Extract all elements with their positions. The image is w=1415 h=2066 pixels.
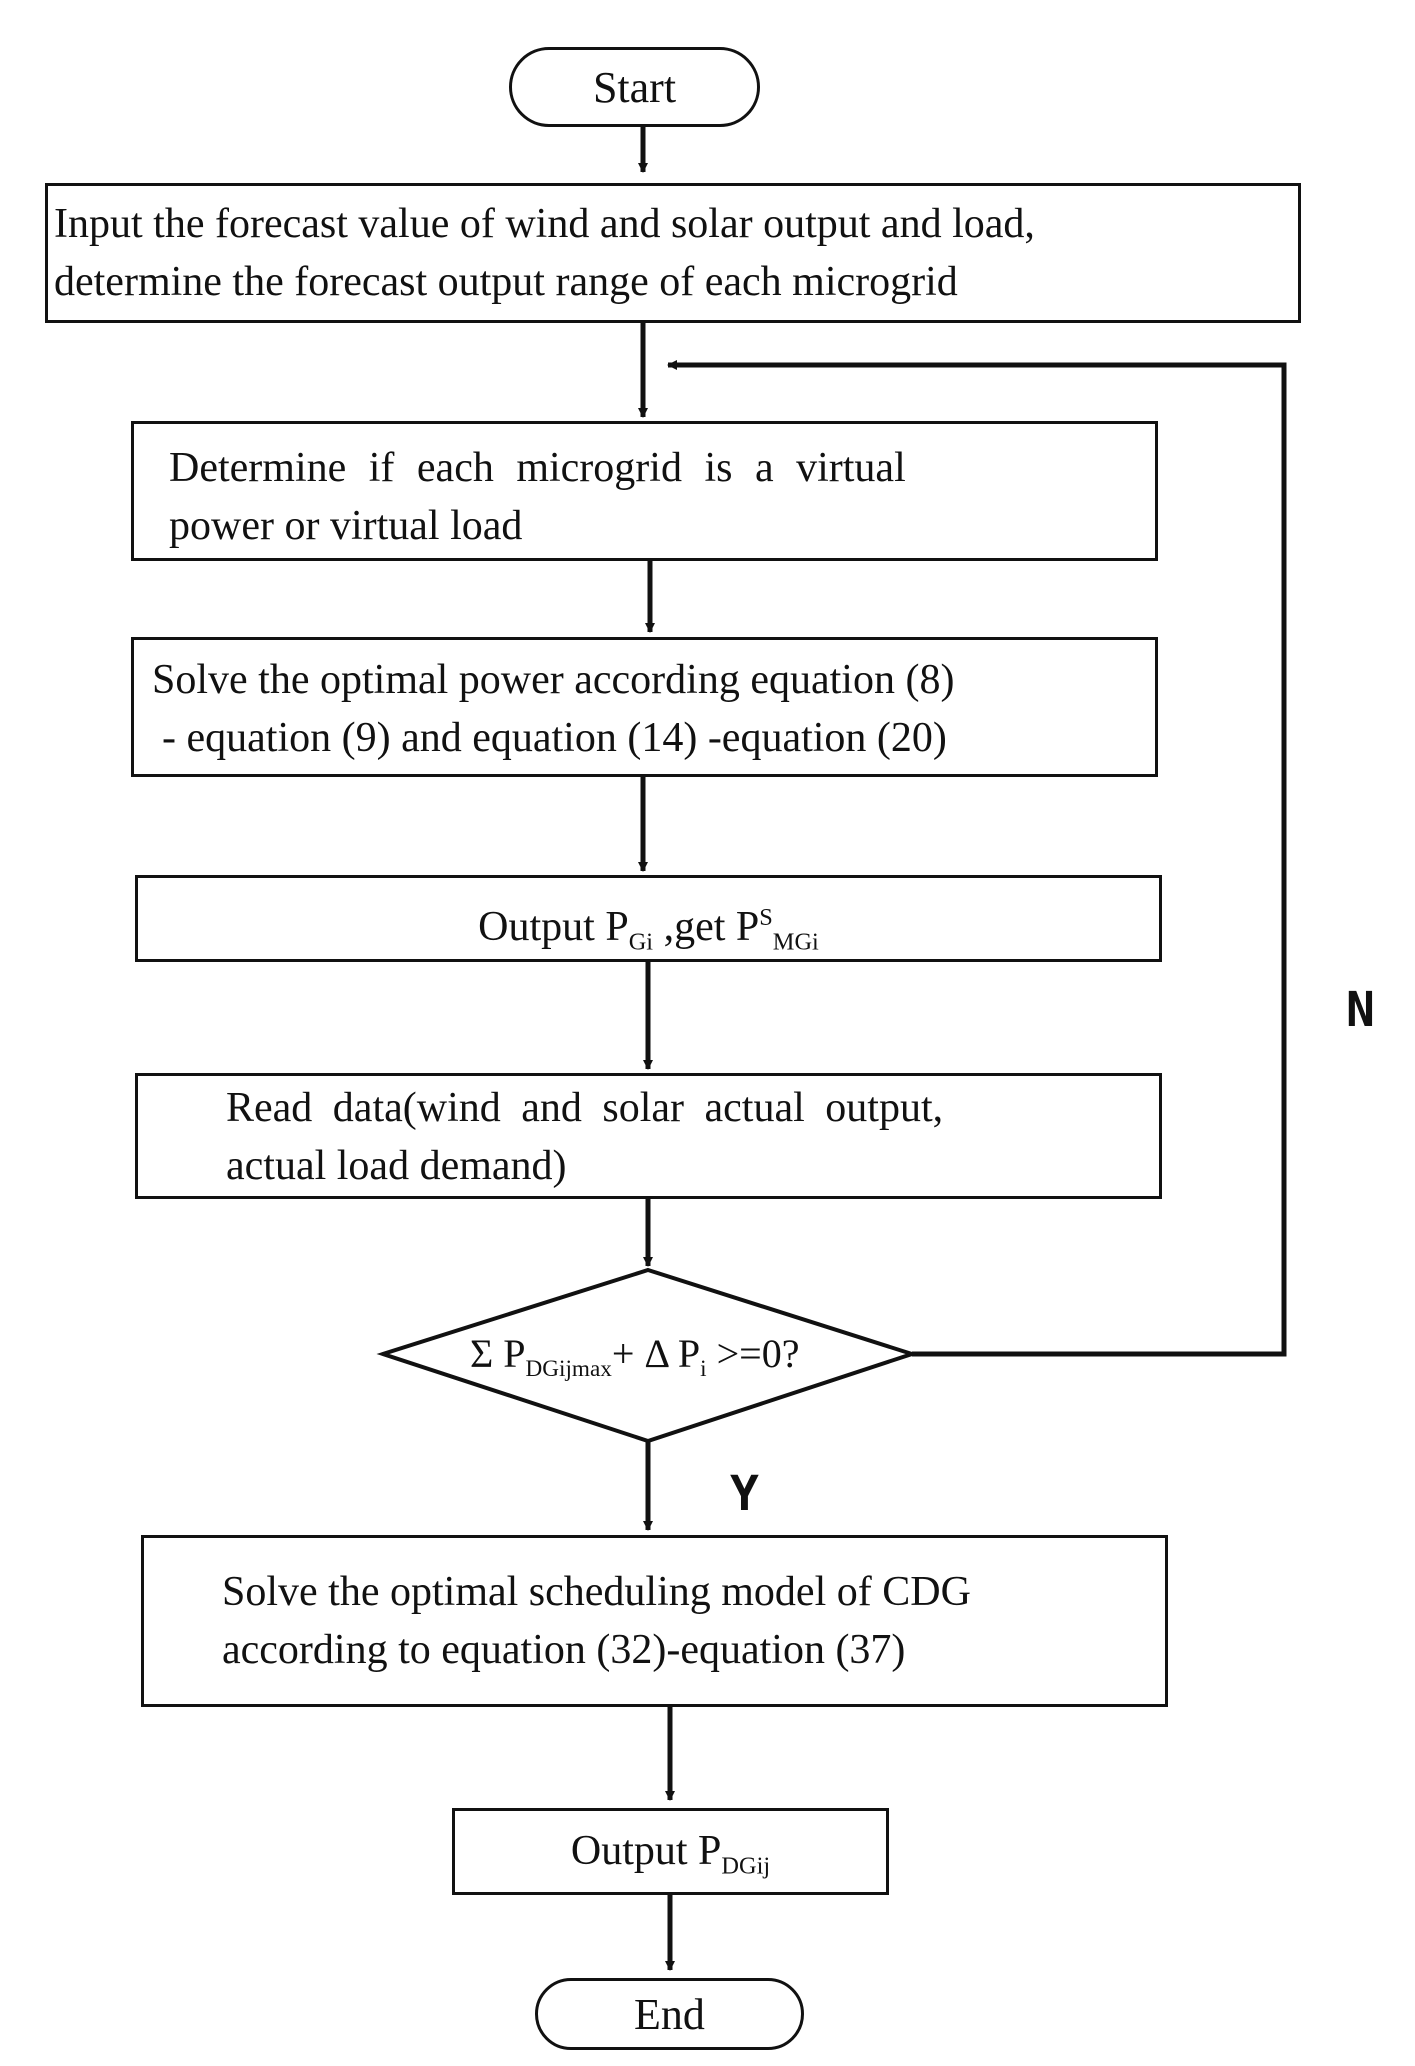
schedule-line-2: according to equation (32)-equation (37) <box>222 1627 906 1673</box>
solve-line-2: - equation (9) and equation (14) -equati… <box>162 715 947 761</box>
output-pdgij-text: Output PDGij <box>570 1828 771 1880</box>
branch-label-yes: Y <box>730 1466 759 1522</box>
determine-line-1: Determine if each microgrid is a virtual <box>169 445 906 491</box>
solve-scheduling-box: Solve the optimal scheduling model of CD… <box>141 1535 1168 1707</box>
schedule-line-1: Solve the optimal scheduling model of CD… <box>222 1569 971 1615</box>
determine-line-2: power or virtual load <box>169 503 523 549</box>
read-line-2: actual load demand) <box>226 1143 567 1189</box>
end-label: End <box>634 1989 705 2039</box>
input-line-2: determine the forecast output range of e… <box>54 259 958 305</box>
start-label: Start <box>592 62 677 112</box>
end-terminal: End <box>535 1978 804 2050</box>
read-data-box: Read data(wind and solar actual output, … <box>135 1073 1162 1199</box>
input-line-1: Input the forecast value of wind and sol… <box>54 201 1035 247</box>
branch-label-no: N <box>1346 982 1375 1038</box>
output-pgi-text: Output PGi ,get PSMGi <box>478 904 819 956</box>
start-terminal: Start <box>509 47 760 127</box>
decision-diamond <box>376 1267 919 1444</box>
determine-virtual-box: Determine if each microgrid is a virtual… <box>131 421 1158 561</box>
input-forecast-box: Input the forecast value of wind and sol… <box>45 183 1301 323</box>
loop-back-no-path <box>667 360 1287 1357</box>
decision-text: Σ PDGijmax+ Δ Pi >=0? <box>470 1331 800 1382</box>
output-pdgij-box: Output PDGij <box>452 1808 889 1895</box>
output-pgi-box: Output PGi ,get PSMGi <box>135 875 1162 962</box>
solve-optimal-power-box: Solve the optimal power according equati… <box>131 637 1158 777</box>
read-line-1: Read data(wind and solar actual output, <box>226 1085 944 1131</box>
solve-line-1: Solve the optimal power according equati… <box>152 657 955 703</box>
